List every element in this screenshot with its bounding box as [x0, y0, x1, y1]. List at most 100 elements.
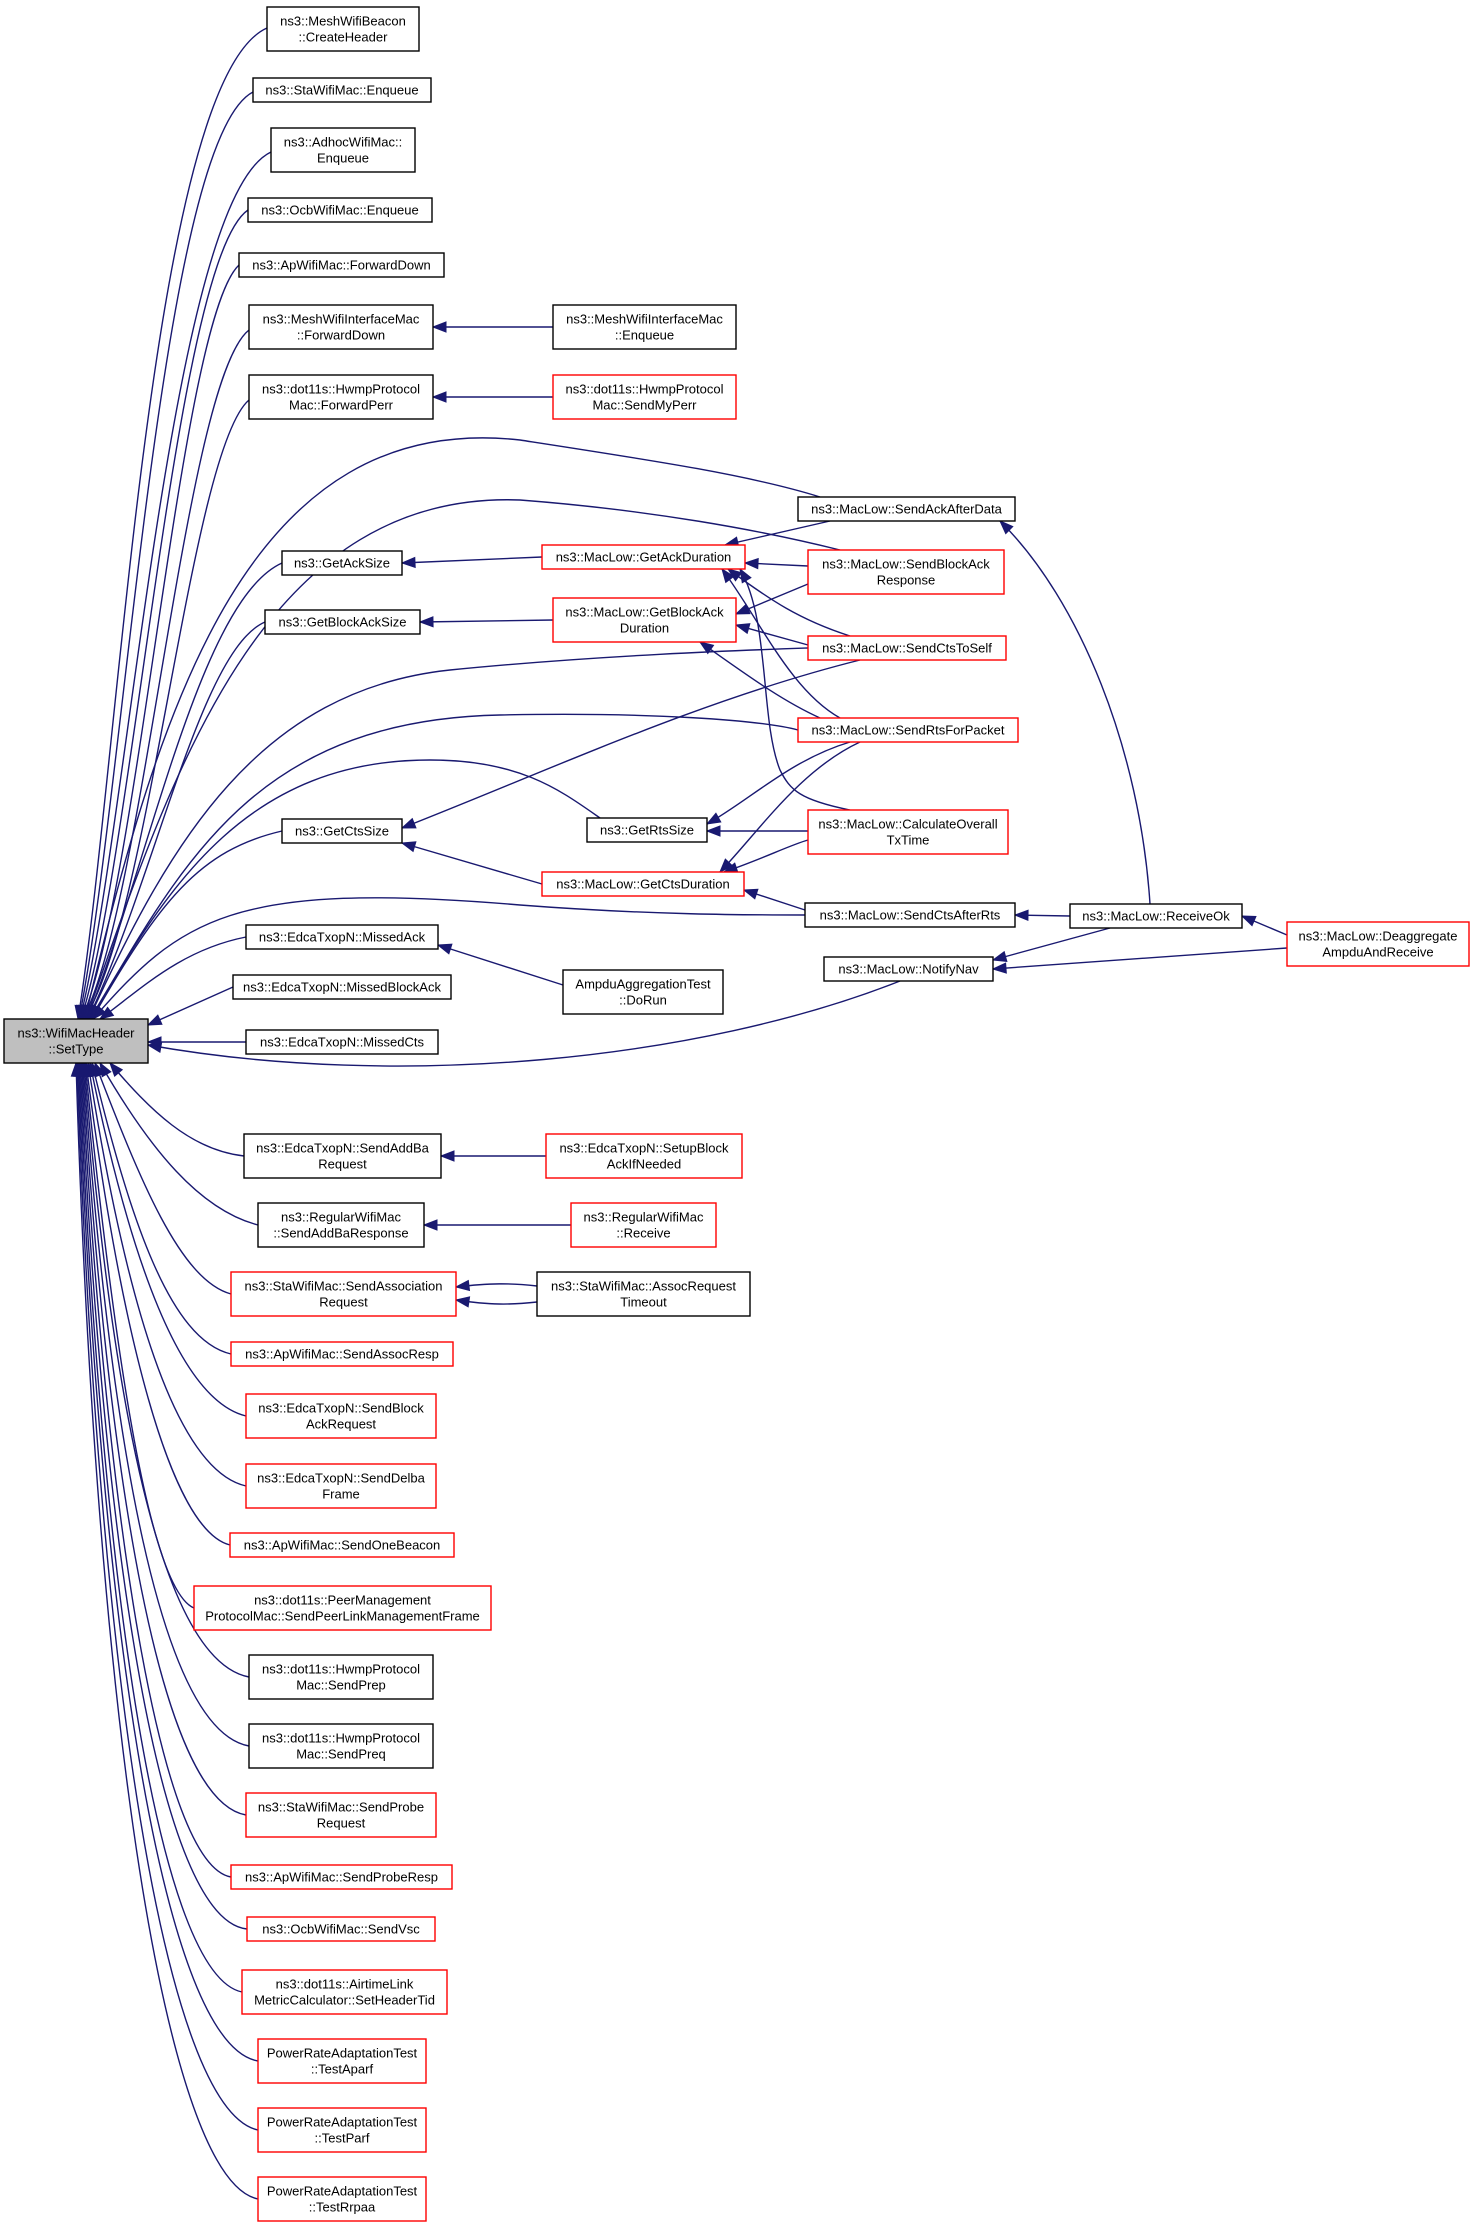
arrowhead	[109, 1061, 124, 1077]
node-ap_sendproberesp[interactable]: ns3::ApWifiMac::SendProbeResp	[230, 1864, 453, 1890]
node-pra_rrpaa[interactable]: PowerRateAdaptationTest::TestRrpaa	[257, 2176, 427, 2222]
arrowhead	[743, 557, 759, 570]
node-hwmp_fwdperr[interactable]: ns3::dot11s::HwmpProtocolMac::ForwardPer…	[248, 374, 434, 420]
node-box	[257, 1202, 425, 1248]
node-sendrts[interactable]: ns3::MacLow::SendRtsForPacket	[797, 717, 1019, 743]
edge-calcoverall-to-getrtssize	[705, 825, 808, 837]
edge-line	[94, 1062, 232, 1295]
edge-line	[75, 1062, 259, 2200]
edge-line	[419, 619, 554, 623]
node-ap_sendonebeacon[interactable]: ns3::ApWifiMac::SendOneBeacon	[229, 1532, 455, 1558]
edge-line	[89, 1062, 247, 1417]
edge-hwmp_sendmyperr-to-hwmp_fwdperr	[431, 391, 553, 403]
node-pra_parf[interactable]: PowerRateAdaptationTest::TestParf	[257, 2107, 427, 2153]
node-ampdutest[interactable]: AmpduAggregationTest::DoRun	[562, 969, 724, 1015]
edge-line	[82, 1062, 250, 1747]
node-root[interactable]: ns3::WifiMacHeader::SetType	[3, 1018, 149, 1064]
node-mesh_enq[interactable]: ns3::MeshWifiInterfaceMac::Enqueue	[552, 304, 737, 350]
node-getrtssize[interactable]: ns3::GetRtsSize	[586, 817, 708, 843]
node-box	[246, 1916, 436, 1942]
edge-line	[719, 741, 861, 873]
node-label-line: Response	[877, 573, 936, 588]
edge-edca_sendblockackreq-to-root	[87, 1061, 247, 1417]
node-box	[552, 374, 737, 420]
node-label-line: ns3::GetBlockAckSize	[279, 615, 407, 630]
node-ap_sendassocresp[interactable]: ns3::ApWifiMac::SendAssocResp	[230, 1341, 454, 1367]
node-label-line: Duration	[620, 621, 669, 636]
node-mesh_fwd[interactable]: ns3::MeshWifiInterfaceMac::ForwardDown	[248, 304, 434, 350]
edge-line	[78, 91, 254, 1020]
node-box	[1286, 921, 1470, 967]
node-sendctstoself[interactable]: ns3::MacLow::SendCtsToSelf	[807, 635, 1007, 661]
node-meshbeacon[interactable]: ns3::MeshWifiBeacon::CreateHeader	[266, 6, 420, 52]
arrowhead	[92, 1005, 107, 1021]
node-label-line: ns3::StaWifiMac::SendAssociation	[245, 1279, 443, 1294]
node-missedack[interactable]: ns3::EdcaTxopN::MissedAck	[245, 924, 439, 950]
edge-line	[80, 1062, 232, 1878]
node-getbasize[interactable]: ns3::GetBlockAckSize	[264, 609, 421, 635]
arrowhead	[1240, 915, 1257, 927]
node-label-line: ::DoRun	[619, 993, 667, 1008]
node-missedblockack[interactable]: ns3::EdcaTxopN::MissedBlockAck	[232, 974, 452, 1000]
edge-line	[78, 1062, 243, 1993]
node-box	[536, 1271, 751, 1317]
edge-line	[80, 209, 249, 1020]
node-label-line: ns3::MeshWifiInterfaceMac	[263, 312, 420, 327]
edge-line	[77, 1062, 259, 2062]
node-label-line: ns3::AdhocWifiMac::	[284, 135, 403, 150]
edge-sendctstoself-to-getctssize	[400, 659, 861, 829]
node-peermgmt[interactable]: ns3::dot11s::PeerManagementProtocolMac::…	[193, 1585, 492, 1631]
node-missedcts[interactable]: ns3::EdcaTxopN::MissedCts	[245, 1029, 439, 1055]
arrowhead	[146, 1014, 163, 1026]
node-receiveok[interactable]: ns3::MacLow::ReceiveOk	[1069, 903, 1243, 929]
node-adhoc_enq[interactable]: ns3::AdhocWifiMac::Enqueue	[270, 127, 416, 173]
node-airtime[interactable]: ns3::dot11s::AirtimeLinkMetricCalculator…	[241, 1969, 448, 2015]
edge-line	[83, 399, 250, 1020]
node-ocb_sendvsc[interactable]: ns3::OcbWifiMac::SendVsc	[246, 1916, 436, 1942]
node-regular_receive[interactable]: ns3::RegularWifiMac::Receive	[570, 1202, 717, 1248]
edge-getbadur-to-getbasize	[418, 616, 554, 628]
edge-calcoverall-to-getctsdur	[722, 839, 809, 874]
node-label-line: AmpduAndReceive	[1322, 945, 1433, 960]
node-label-line: ProtocolMac::SendPeerLinkManagementFrame	[205, 1609, 480, 1624]
node-pra_aparf[interactable]: PowerRateAdaptationTest::TestAparf	[257, 2038, 427, 2084]
node-regular_sendaddba[interactable]: ns3::RegularWifiMac::SendAddBaResponse	[257, 1202, 425, 1248]
node-sendctsafterrts[interactable]: ns3::MacLow::SendCtsAfterRts	[804, 902, 1016, 928]
node-label-line: ns3::MacLow::SendCtsToSelf	[822, 641, 992, 656]
node-getctssize[interactable]: ns3::GetCtsSize	[281, 818, 403, 844]
node-sta_enq[interactable]: ns3::StaWifiMac::Enqueue	[252, 77, 432, 103]
node-getacksize[interactable]: ns3::GetAckSize	[281, 550, 403, 576]
arrowhead	[70, 1061, 83, 1077]
node-box	[247, 197, 433, 223]
node-ocb_enq[interactable]: ns3::OcbWifiMac::Enqueue	[247, 197, 433, 223]
edge-ampdutest-to-missedack	[436, 943, 564, 986]
edge-line	[706, 741, 851, 825]
node-label-line: ns3::ApWifiMac::ForwardDown	[252, 258, 430, 273]
edge-regular_sendaddba-to-root	[99, 1061, 259, 1226]
edge-getackdur-to-getacksize	[400, 556, 543, 569]
node-getackdur[interactable]: ns3::MacLow::GetAckDuration	[541, 544, 746, 570]
node-ap_fwd[interactable]: ns3::ApWifiMac::ForwardDown	[238, 252, 445, 278]
node-notifynav[interactable]: ns3::MacLow::NotifyNav	[823, 956, 994, 982]
node-label-line: ns3::EdcaTxopN::MissedBlockAck	[243, 980, 441, 995]
node-box	[252, 77, 432, 103]
node-box	[797, 496, 1016, 522]
node-box	[243, 1133, 442, 1179]
node-box	[266, 6, 420, 52]
node-sendack[interactable]: ns3::MacLow::SendAckAfterData	[797, 496, 1016, 522]
node-getctsdur[interactable]: ns3::MacLow::GetCtsDuration	[541, 871, 745, 897]
